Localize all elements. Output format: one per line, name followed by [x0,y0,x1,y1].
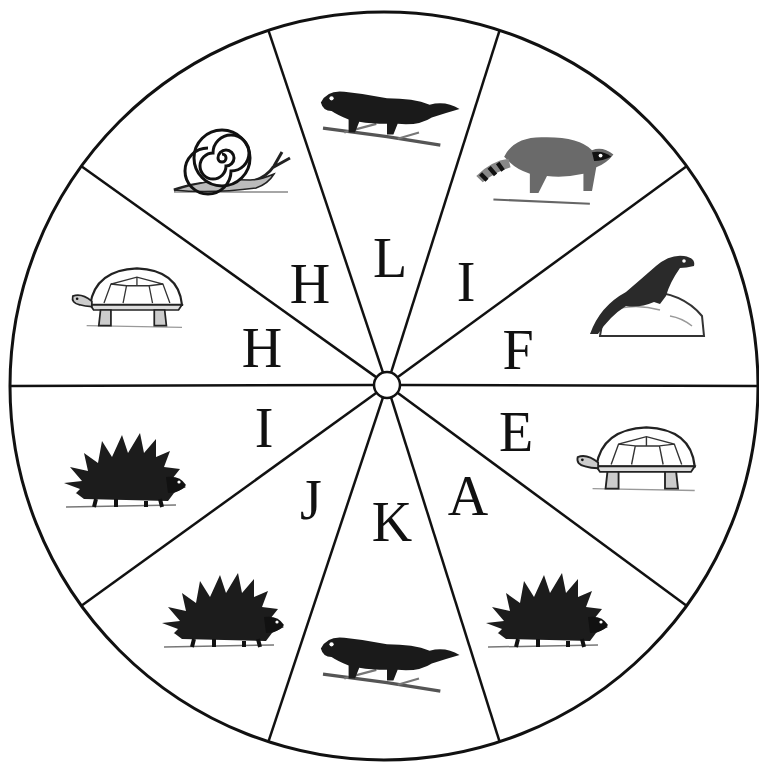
sector-letter: H [290,256,330,312]
sector-letter: E [499,404,533,460]
sector-letter: I [255,400,274,456]
ferret-picture [321,92,460,146]
wheel-rim [10,12,758,760]
sector-divider [268,30,383,372]
porcupine-picture [64,433,186,507]
sector-letter: F [502,322,533,378]
sector-divider [398,393,687,606]
ferret-picture [321,638,460,692]
raccoon-picture [476,137,613,204]
snail-picture [174,130,290,194]
tortoise-picture [73,268,182,327]
sector-divider [391,397,500,741]
otter-picture [590,256,704,336]
porcupine-picture [486,573,608,647]
sector-letter: J [300,472,322,528]
sector-letter: I [457,254,476,310]
porcupine-picture [162,573,284,647]
sector-divider [268,397,383,741]
sector-letter: L [373,230,407,286]
wheel-hub [374,372,400,398]
sector-dividers [10,30,758,741]
sector-letter: H [242,320,282,376]
sector-divider [398,166,687,377]
sector-divider [10,385,374,386]
sector-letter: A [448,468,488,524]
sector-divider [400,385,758,386]
tortoise-picture [577,427,694,490]
sector-divider [391,30,500,372]
sector-letter: K [372,494,412,550]
